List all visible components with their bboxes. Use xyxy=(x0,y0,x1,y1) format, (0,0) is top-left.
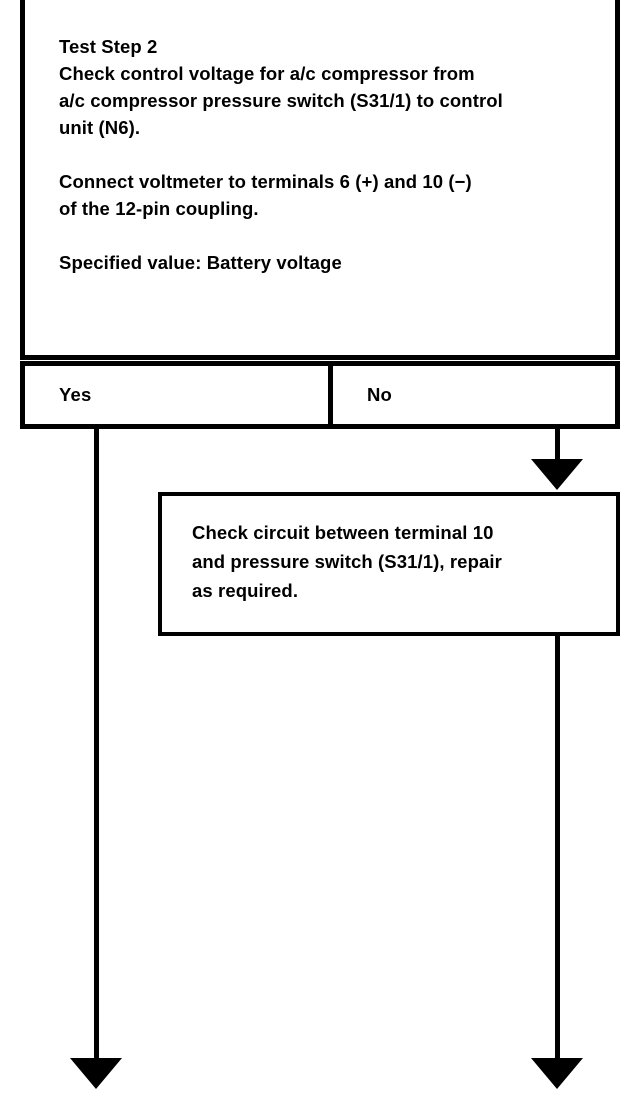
action-box-line-2: and pressure switch (S31/1), repair xyxy=(192,551,502,572)
test-step-line-5: of the 12-pin coupling. xyxy=(59,198,259,219)
decision-cell-no[interactable]: No xyxy=(333,366,615,424)
test-step-line-3: unit (N6). xyxy=(59,117,141,138)
no-branch-line xyxy=(555,429,560,462)
action-box-line-3: as required. xyxy=(192,580,299,601)
action-box-line-1: Check circuit between terminal 10 xyxy=(192,522,494,543)
test-step-title: Test Step 2 xyxy=(59,36,158,57)
action-box: Check circuit between terminal 10 and pr… xyxy=(158,492,620,636)
action-box-continue-line xyxy=(555,634,560,1061)
action-box-continue-arrowhead xyxy=(531,1058,583,1089)
decision-label-yes: Yes xyxy=(59,384,92,405)
no-branch-arrowhead xyxy=(531,459,583,490)
yes-branch-line xyxy=(94,429,99,1061)
test-step-line-1: Check control voltage for a/c compressor… xyxy=(59,63,475,84)
decision-label-no: No xyxy=(367,384,393,405)
decision-row: Yes No xyxy=(20,361,620,429)
test-step-line-2: a/c compressor pressure switch (S31/1) t… xyxy=(59,90,503,111)
test-step-specified-value: Specified value: Battery voltage xyxy=(59,252,342,273)
test-step-content: Test Step 2 Check control voltage for a/… xyxy=(59,33,604,276)
test-step-line-4: Connect voltmeter to terminals 6 (+) and… xyxy=(59,171,472,192)
decision-cell-yes[interactable]: Yes xyxy=(25,366,333,424)
action-box-content: Check circuit between terminal 10 and pr… xyxy=(192,518,592,605)
yes-branch-arrowhead xyxy=(70,1058,122,1089)
test-step-box: Test Step 2 Check control voltage for a/… xyxy=(20,0,620,360)
